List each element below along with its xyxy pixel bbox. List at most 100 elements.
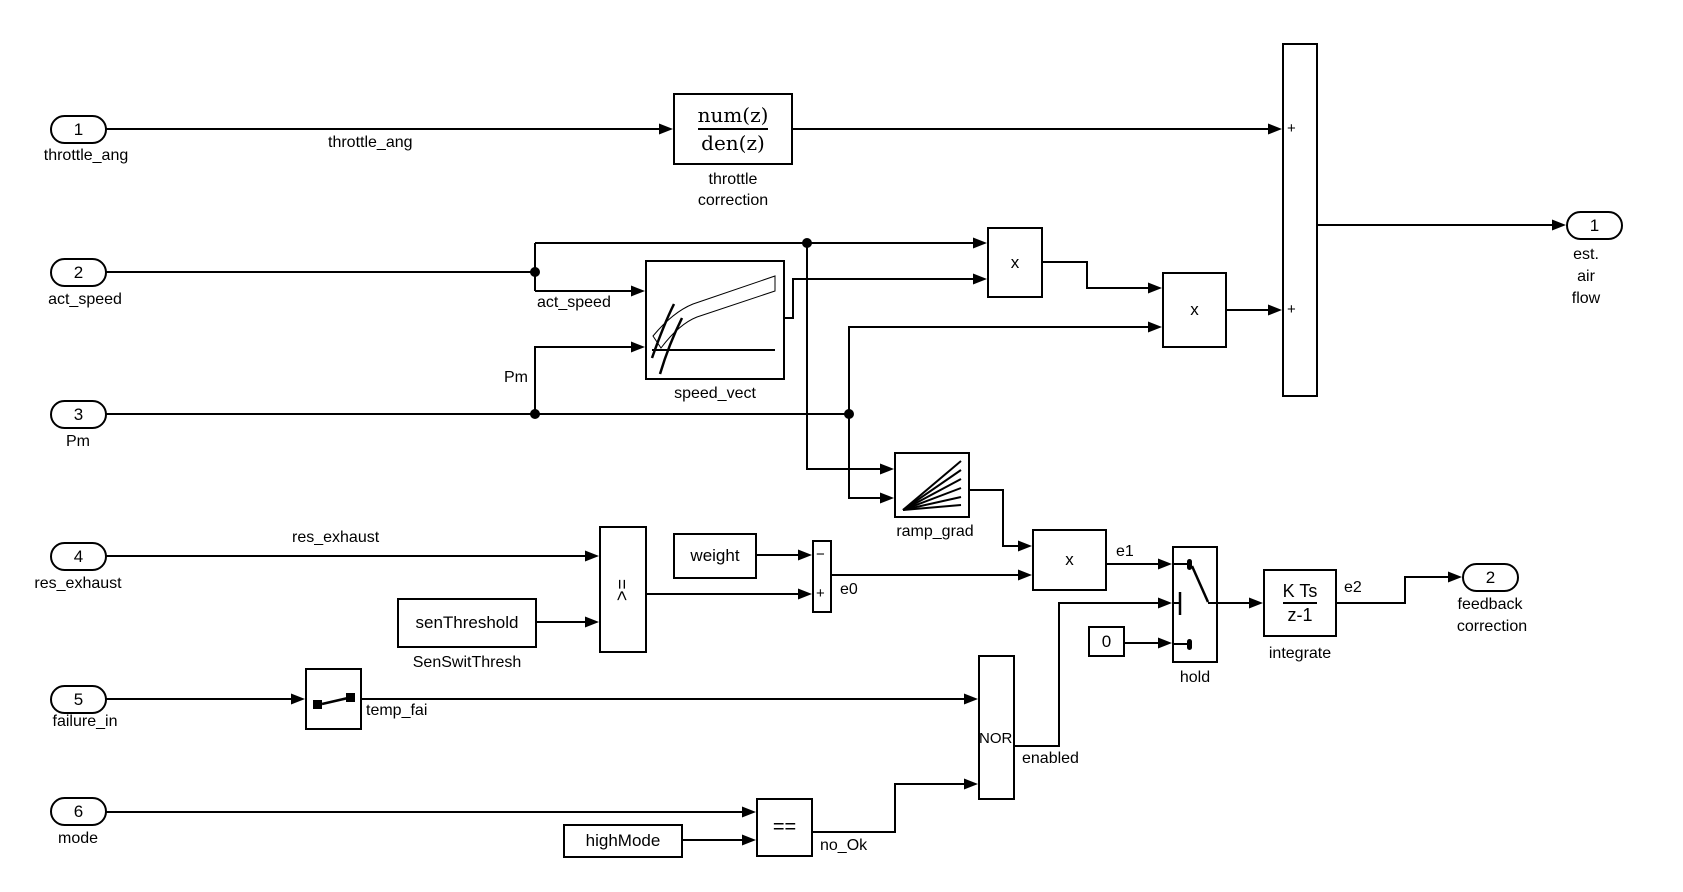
arrowhead <box>1268 304 1282 316</box>
inport-label: Pm <box>66 433 90 450</box>
speed-vect-lookup-block[interactable] <box>645 260 785 380</box>
wire-label-throttle-ang: throttle_ang <box>328 134 413 151</box>
integrate-denominator: z-1 <box>1287 605 1313 625</box>
junction-dot <box>844 409 854 419</box>
inport-number: 4 <box>73 546 84 566</box>
block-label: correction <box>697 192 769 209</box>
wire-act-speed-to-ramp[interactable] <box>806 243 880 470</box>
outport-label: flow <box>1571 290 1601 307</box>
arrowhead <box>631 341 645 353</box>
wire-label-e1: e1 <box>1116 543 1134 560</box>
outport-label: feedback <box>1457 596 1523 613</box>
product-symbol: x <box>1010 252 1020 272</box>
block-label: hold <box>1179 669 1211 686</box>
wire-pm-to-product2[interactable] <box>848 326 1148 414</box>
wire-product1-to-product2[interactable] <box>1043 261 1148 289</box>
weight-constant-block[interactable]: weight <box>673 533 757 579</box>
wire-no-ok[interactable] <box>813 783 964 833</box>
inport-failure-in[interactable]: 5 <box>50 685 107 714</box>
constant-value: highMode <box>585 831 661 850</box>
lookup-curve-icon <box>650 275 776 375</box>
block-label: speed_vect <box>674 385 756 402</box>
product3-block[interactable]: x <box>1032 529 1107 591</box>
equality-block[interactable]: == <box>756 798 813 857</box>
arrowhead <box>1158 637 1172 649</box>
outport-feedback-correction[interactable]: 2 <box>1462 563 1519 592</box>
junction-dot <box>530 267 540 277</box>
failure-selector-block[interactable] <box>305 668 362 730</box>
constant-value: weight <box>690 546 740 565</box>
sen-threshold-block[interactable]: senThreshold <box>397 598 537 648</box>
sum-sign-minus: − <box>816 546 825 563</box>
ramp-grad-block[interactable] <box>894 452 970 518</box>
arrowhead <box>742 834 756 846</box>
block-label: ramp_grad <box>896 523 974 540</box>
relational-gte-block[interactable]: >= <box>599 526 647 653</box>
inport-pm[interactable]: 3 <box>50 400 107 429</box>
product1-block[interactable]: x <box>987 227 1043 298</box>
product2-block[interactable]: x <box>1162 272 1227 348</box>
arrowhead <box>1268 123 1282 135</box>
arrowhead <box>1018 569 1032 581</box>
equality-symbol: == <box>772 816 797 838</box>
wire-ramp-to-product3[interactable] <box>970 489 1018 547</box>
wire-label-e2: e2 <box>1344 579 1362 596</box>
constant-value: 0 <box>1101 631 1112 651</box>
nor-block[interactable] <box>978 655 1015 800</box>
arrowhead <box>585 550 599 562</box>
inport-number: 5 <box>73 689 84 709</box>
integrate-numerator: K Ts <box>1282 581 1318 601</box>
wire-label-temp-fai: temp_fai <box>366 702 428 719</box>
transfer-fcn-fraction: num(z) den(z) <box>697 103 769 155</box>
arrowhead <box>1249 597 1263 609</box>
inport-label: failure_in <box>52 713 118 730</box>
arrowhead <box>1018 540 1032 552</box>
switch-lever-icon <box>1174 559 1216 650</box>
product-symbol: x <box>1065 550 1074 569</box>
wire-e2[interactable] <box>1337 576 1448 604</box>
arrowhead <box>1148 321 1162 333</box>
inport-number: 6 <box>73 801 84 821</box>
wire-label-act-speed: act_speed <box>537 294 611 311</box>
fraction-bar <box>1282 602 1318 604</box>
wire-label-res-exhaust: res_exhaust <box>292 529 380 546</box>
junction-dot <box>802 238 812 248</box>
inport-res-exhaust[interactable]: 4 <box>50 542 107 571</box>
sum-sign-plus: + <box>1287 120 1296 137</box>
inport-throttle-ang[interactable]: 1 <box>50 115 107 144</box>
high-mode-block[interactable]: highMode <box>563 824 683 858</box>
arrowhead <box>1158 597 1172 609</box>
arrowhead <box>798 588 812 600</box>
wire-pm-to-lookup[interactable] <box>534 346 631 414</box>
sum-sign-plus: + <box>816 585 825 602</box>
inport-label: res_exhaust <box>34 575 122 592</box>
inport-label: act_speed <box>48 291 122 308</box>
outport-est-air-flow[interactable]: 1 <box>1566 211 1623 240</box>
inport-mode[interactable]: 6 <box>50 797 107 826</box>
arrowhead <box>742 806 756 818</box>
transfer-fcn-block[interactable]: num(z) den(z) <box>673 93 793 165</box>
inport-act-speed[interactable]: 2 <box>50 258 107 287</box>
arrowhead <box>585 616 599 628</box>
fraction-bar <box>697 128 769 130</box>
wire-pm-to-ramp[interactable] <box>848 414 880 499</box>
sum-block[interactable] <box>1282 43 1318 397</box>
arrowhead <box>880 463 894 475</box>
wire-enabled[interactable] <box>1015 602 1158 747</box>
integrate-block[interactable]: K Ts z-1 <box>1263 569 1337 637</box>
sum-e0-block[interactable] <box>812 540 832 613</box>
arrowhead <box>798 549 812 561</box>
hold-switch-block[interactable] <box>1172 546 1218 663</box>
selector-icon <box>313 674 355 722</box>
zero-constant-block[interactable]: 0 <box>1088 626 1125 657</box>
arrowhead <box>1158 558 1172 570</box>
sum-sign-plus: + <box>1287 301 1296 318</box>
constant-value: senThreshold <box>415 613 519 632</box>
wire-lookup-to-product1[interactable] <box>785 278 973 319</box>
nor-label: NOR <box>979 730 1013 747</box>
arrowhead <box>964 778 978 790</box>
arrowhead <box>880 492 894 504</box>
block-label: SenSwitThresh <box>412 654 522 671</box>
